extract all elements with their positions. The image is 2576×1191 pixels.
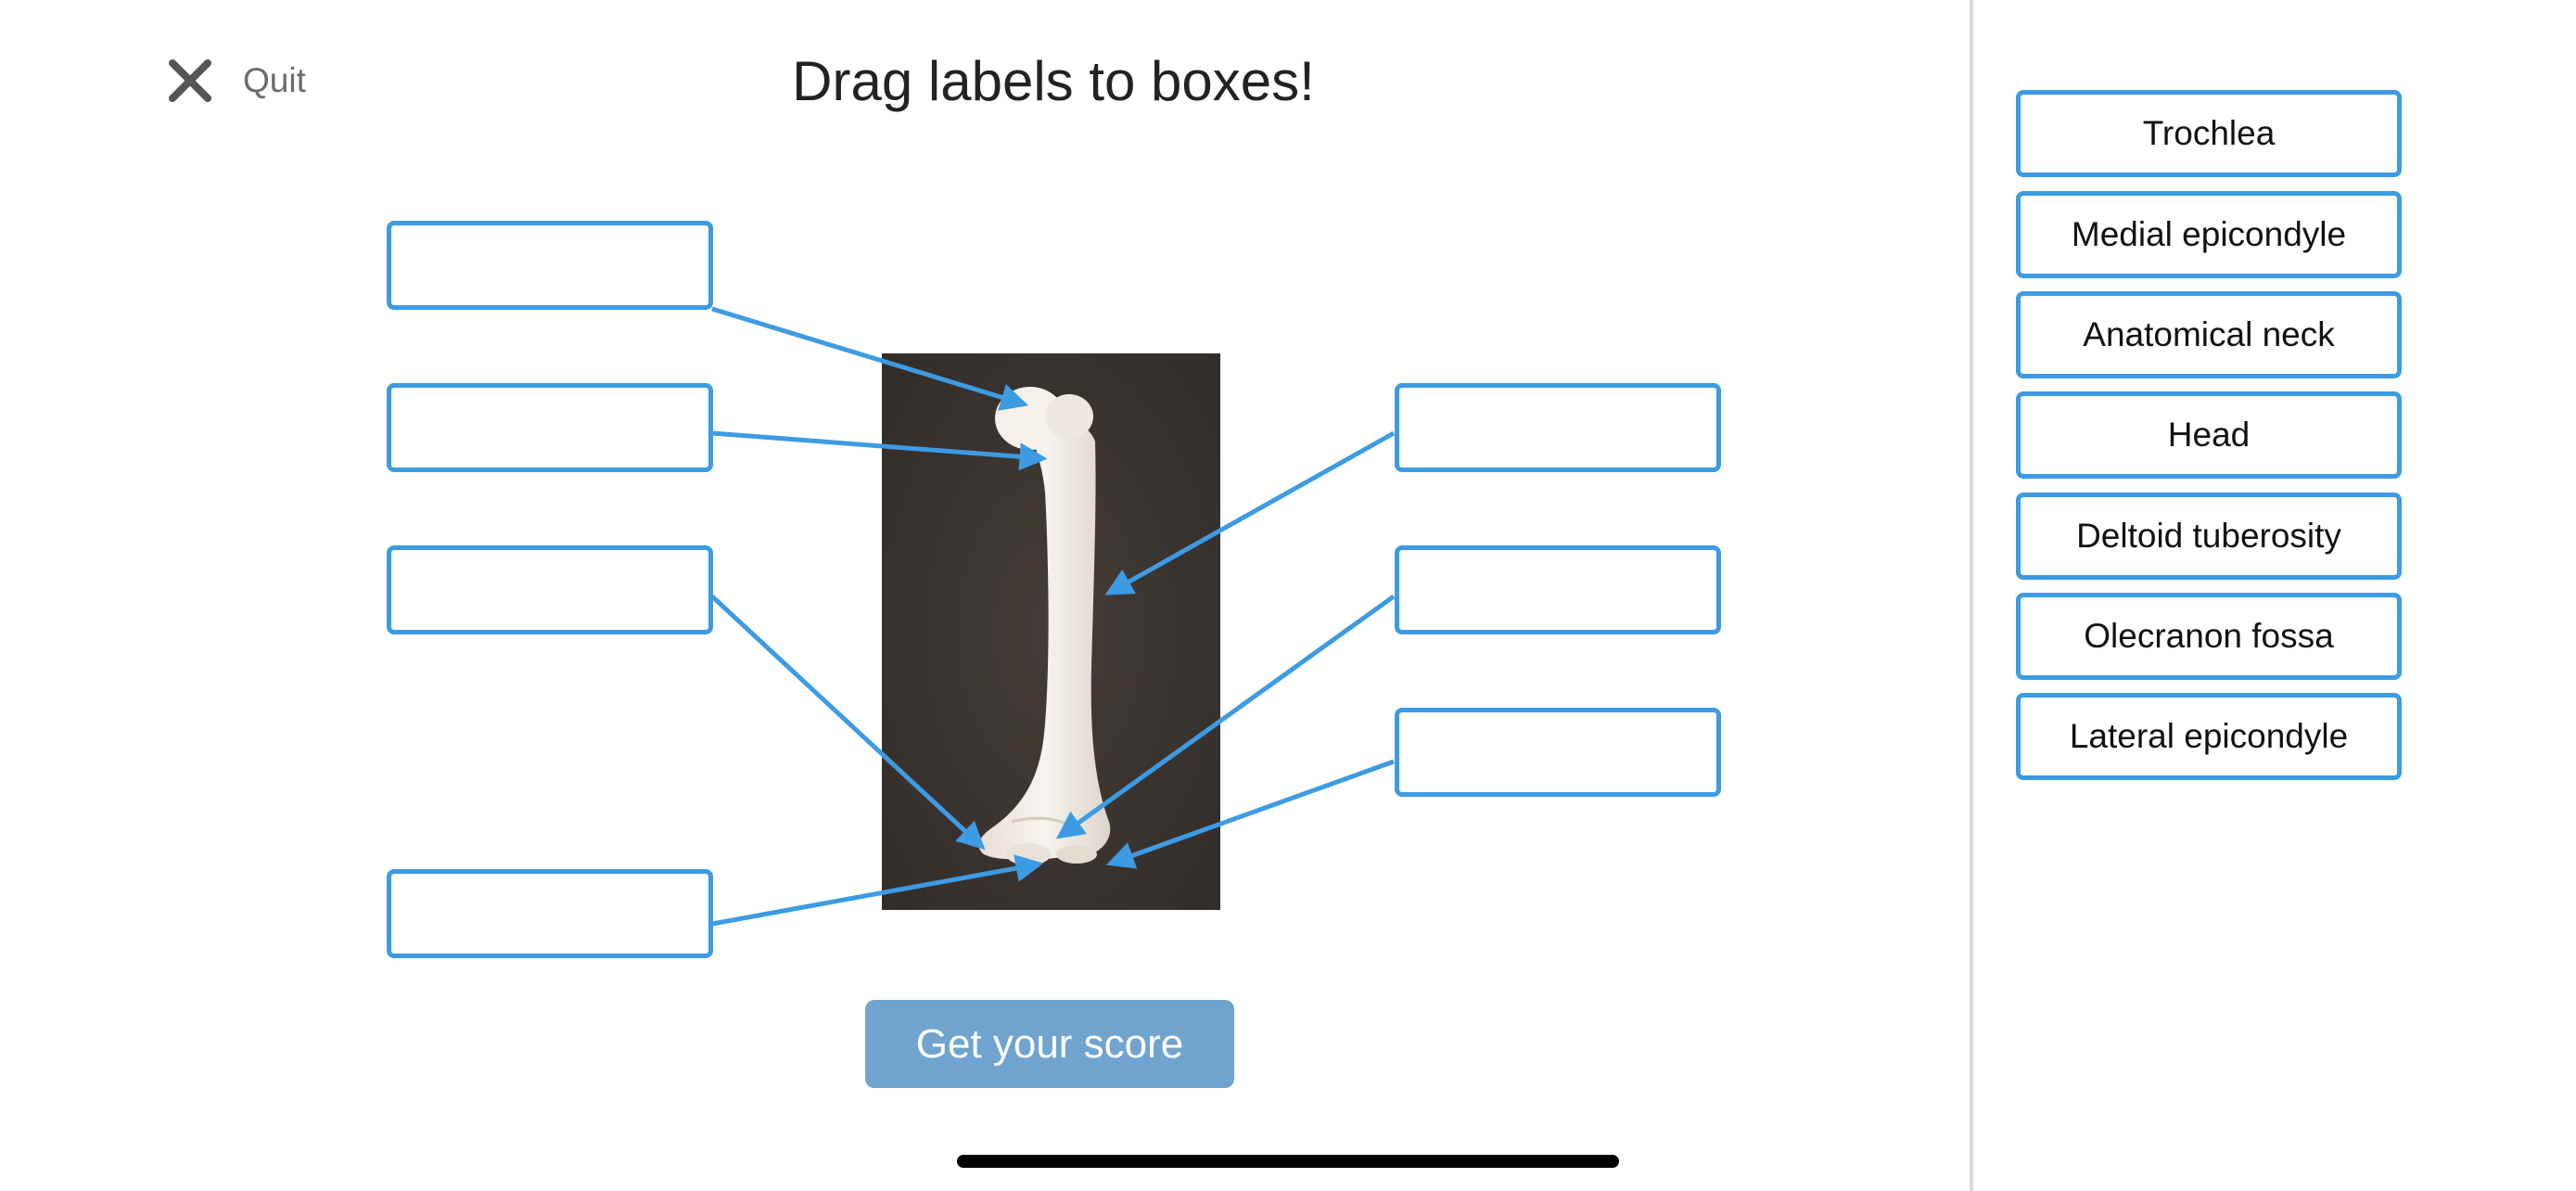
word-bank-panel: Trochlea Medial epicondyle Anatomical ne… [1973,0,2576,1191]
quit-button[interactable]: Quit [167,56,306,106]
panel-divider [1970,0,1973,1191]
close-icon[interactable] [167,58,213,104]
drop-box-6[interactable] [1395,545,1721,634]
humerus-bone-photo [882,353,1220,910]
label-chip-head[interactable]: Head [2016,391,2402,479]
label-chip-lateral-epicondyle[interactable]: Lateral epicondyle [2016,693,2402,780]
label-chip-anatomical-neck[interactable]: Anatomical neck [2016,291,2402,378]
drop-box-2[interactable] [387,383,713,472]
drop-box-3[interactable] [387,545,713,634]
home-indicator[interactable] [957,1155,1619,1168]
drop-box-7[interactable] [1395,708,1721,797]
label-chip-medial-epicondyle[interactable]: Medial epicondyle [2016,191,2402,278]
label-chip-trochlea[interactable]: Trochlea [2016,90,2402,177]
get-score-button[interactable]: Get your score [865,1000,1234,1088]
label-chip-deltoid-tuberosity[interactable]: Deltoid tuberosity [2016,493,2402,580]
page-title: Drag labels to boxes! [792,50,1315,112]
drop-box-1[interactable] [387,221,713,310]
quit-label[interactable]: Quit [243,61,306,99]
drop-box-5[interactable] [1395,383,1721,472]
drop-box-4[interactable] [387,869,713,958]
label-chip-olecranon-fossa[interactable]: Olecranon fossa [2016,593,2402,680]
